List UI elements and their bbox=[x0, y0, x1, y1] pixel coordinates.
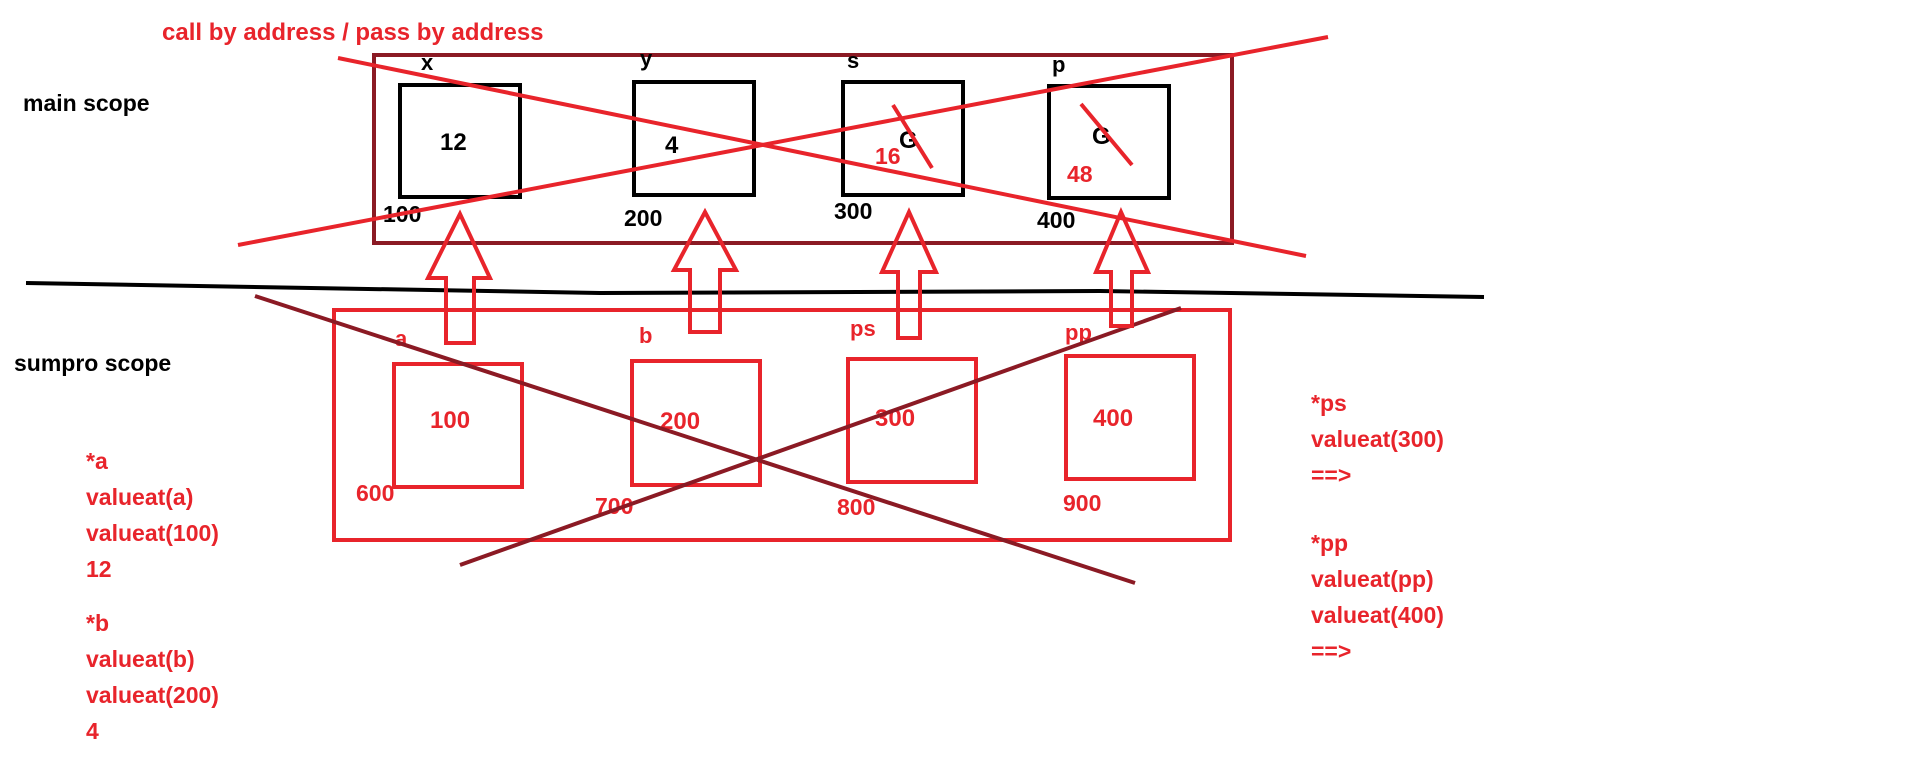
cell-new-value: 48 bbox=[1067, 161, 1093, 187]
diagram-title: call by address / pass by address bbox=[162, 19, 544, 46]
strike-old-value bbox=[1079, 102, 1134, 167]
cell-new-value: 16 bbox=[875, 143, 901, 169]
cell-value: 4 bbox=[665, 132, 679, 159]
sumpro-scope-frame bbox=[332, 308, 1232, 542]
cell-old-value: G bbox=[1092, 123, 1111, 150]
sumpro-scope-cross-line bbox=[254, 294, 1136, 585]
cell-box bbox=[1047, 84, 1171, 200]
note-line: ==> bbox=[1311, 462, 1351, 488]
sumpro-cell-ps: ps 300 800 bbox=[837, 316, 978, 520]
sumpro-cell-pp: pp 400 900 bbox=[1063, 320, 1196, 516]
note-line: valueat(100) bbox=[86, 520, 219, 546]
note-line: *a bbox=[86, 448, 108, 474]
cell-name: p bbox=[1052, 52, 1065, 77]
cell-box bbox=[630, 359, 762, 487]
pointer-arrow-ps-to-s bbox=[878, 207, 940, 340]
pointer-arrow-pp-to-p bbox=[1093, 206, 1152, 328]
note-line: valueat(200) bbox=[86, 682, 219, 708]
sumpro-cell-a: a 100 600 bbox=[356, 326, 524, 506]
cell-box bbox=[632, 80, 756, 197]
cell-address: 400 bbox=[1037, 207, 1075, 233]
main-cell-s: s G 16 300 bbox=[834, 48, 965, 224]
note-line: *b bbox=[86, 610, 109, 636]
cell-name: x bbox=[421, 50, 434, 75]
notes-left-block: *a valueat(a) valueat(100) 12 *b valueat… bbox=[86, 448, 219, 744]
note-line: 12 bbox=[86, 556, 112, 582]
cell-box bbox=[1064, 354, 1196, 481]
main-scope-cross-line bbox=[337, 56, 1307, 258]
cell-name: b bbox=[639, 323, 652, 348]
strike-old-value bbox=[891, 103, 934, 170]
note-line: *pp bbox=[1311, 530, 1348, 556]
main-cell-p: p G 48 400 bbox=[1037, 52, 1171, 233]
sumpro-cell-b: b 200 700 bbox=[595, 323, 762, 519]
note-line: valueat(300) bbox=[1311, 426, 1444, 452]
sumpro-scope-cross-line bbox=[459, 306, 1182, 567]
main-cell-y: y 4 200 bbox=[624, 46, 756, 231]
main-scope-label: main scope bbox=[23, 90, 150, 116]
cell-box bbox=[398, 83, 522, 199]
note-line: valueat(b) bbox=[86, 646, 195, 672]
cell-name: ps bbox=[850, 316, 876, 341]
cell-address: 600 bbox=[356, 480, 394, 506]
cell-address: 200 bbox=[624, 205, 662, 231]
cell-value: 100 bbox=[430, 407, 470, 434]
cell-box bbox=[846, 357, 978, 484]
note-line: ==> bbox=[1311, 638, 1351, 664]
notes-right-block: *ps valueat(300) ==> *pp valueat(pp) val… bbox=[1311, 390, 1444, 664]
cell-box bbox=[841, 80, 965, 197]
cell-address: 900 bbox=[1063, 490, 1101, 516]
cell-address: 300 bbox=[834, 198, 872, 224]
main-scope-frame bbox=[372, 53, 1234, 245]
main-cell-x: x 12 100 bbox=[383, 50, 522, 227]
main-scope-cross-line bbox=[237, 35, 1329, 247]
cell-name: s bbox=[847, 48, 859, 73]
note-line: valueat(pp) bbox=[1311, 566, 1434, 592]
pointer-arrow-b-to-y bbox=[670, 207, 740, 334]
note-line: valueat(400) bbox=[1311, 602, 1444, 628]
cell-value: 12 bbox=[440, 129, 467, 156]
pointer-arrow-a-to-x bbox=[424, 209, 494, 345]
note-line: 4 bbox=[86, 718, 99, 744]
scope-divider bbox=[25, 281, 1485, 299]
cell-value: 400 bbox=[1093, 405, 1133, 432]
note-line: *ps bbox=[1311, 390, 1347, 416]
sumpro-scope-label: sumpro scope bbox=[14, 350, 171, 376]
cell-name: y bbox=[640, 46, 653, 71]
note-line: valueat(a) bbox=[86, 484, 193, 510]
